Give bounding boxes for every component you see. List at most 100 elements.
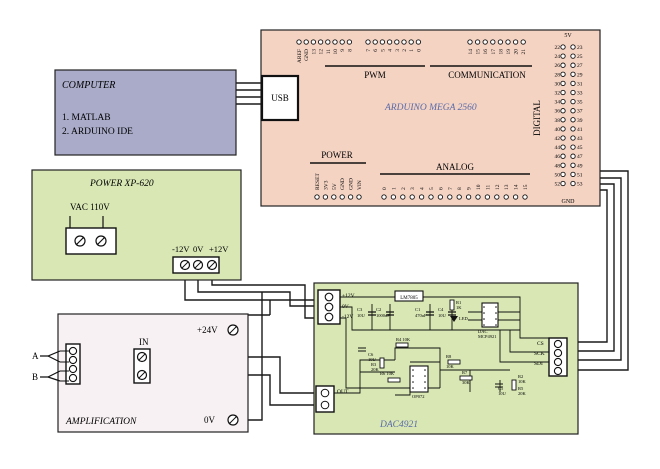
dac-supply-minus12v: -12V	[342, 314, 353, 320]
power-pin-label: GND	[340, 178, 346, 190]
analog-pin	[447, 194, 453, 200]
analog-pin	[456, 194, 462, 200]
digital-pin	[570, 80, 576, 87]
top-left-pin	[339, 39, 345, 45]
digital-pin-label: 30	[555, 81, 561, 87]
cap-c6-value: 10U	[368, 357, 377, 362]
capacitors-lower	[358, 347, 503, 388]
pwm-pin	[408, 39, 414, 45]
resistor-r3-value: 20K	[371, 367, 380, 372]
top-left-pin-label: 11	[326, 49, 332, 55]
digital-pin-label: 46	[555, 154, 561, 160]
digital-pin	[570, 162, 576, 168]
analog-pin	[437, 194, 444, 200]
analog-pin	[409, 194, 415, 200]
resistor-r2: R2	[518, 374, 523, 379]
resistor-r5-value: 20K	[518, 391, 527, 396]
digital-pin	[570, 98, 576, 105]
analog-pin-label: 0	[382, 187, 388, 190]
amplification-title: AMPLIFICATION	[65, 417, 137, 427]
top-left-pin-label: AREF	[297, 49, 303, 63]
digital-pin	[560, 44, 566, 50]
top-left-pin	[303, 39, 309, 45]
cap-c3-value: 10U	[357, 313, 366, 318]
cap-c2-value: 1000uF	[376, 313, 390, 318]
analog-pin	[494, 194, 500, 200]
pwm-pin-label: 2	[402, 49, 408, 52]
resistor-r7-value: 30K	[462, 380, 471, 385]
resistor-r1-value: 1K	[456, 305, 462, 310]
dac-chip-mcp4921	[481, 302, 499, 328]
top-left-pin	[317, 39, 324, 45]
in-label: IN	[139, 337, 149, 347]
capacitors-top	[368, 311, 456, 316]
digital-pin	[560, 62, 566, 68]
rail-plus12v-label: +12V	[209, 244, 229, 254]
comm-pin-label: 20	[514, 49, 520, 55]
top-left-pin	[325, 39, 331, 45]
digital-pin-label: 29	[577, 72, 583, 78]
digital-pin	[570, 71, 576, 77]
cap-c4-value: 10U	[438, 313, 447, 318]
digital-pin	[570, 108, 576, 114]
power-pin-label: VIN	[357, 180, 363, 190]
digital-pin-label: 44	[555, 145, 561, 151]
usb-label: USB	[271, 93, 289, 103]
cap-c4: C4	[438, 307, 444, 312]
comm-pin	[520, 39, 526, 45]
resistor-r8-value: 10K	[446, 364, 455, 369]
digital-pin	[560, 162, 566, 168]
resistor-r2-value: 10K	[518, 379, 527, 384]
rail-screw-terminals	[179, 259, 218, 271]
digital-label: DIGITAL	[532, 100, 542, 136]
pwm-label: PWM	[364, 70, 386, 80]
digital-pin-label: 25	[577, 54, 583, 60]
analog-pin	[503, 194, 509, 200]
digital-pin	[560, 98, 566, 105]
pwm-pin-label: 7	[366, 49, 372, 52]
pwm-pin-label: 0	[416, 49, 422, 52]
resistors	[379, 342, 517, 391]
analog-label: ANALOG	[436, 162, 474, 172]
digital-pin-label: 48	[555, 163, 561, 169]
analog-pin-label: 12	[495, 184, 501, 190]
comm-pin	[490, 39, 496, 45]
analog-pin-label: 3	[410, 187, 416, 190]
digital-pin-label: 43	[577, 136, 583, 142]
pwm-pin	[372, 39, 378, 45]
power-pin	[339, 194, 345, 200]
digital-pin	[560, 180, 566, 187]
digital-pin	[570, 171, 576, 178]
led-label: LED	[459, 316, 468, 321]
dac-title: DAC4921	[379, 420, 418, 430]
arduino-name: ARDUINO MEGA 2560	[384, 103, 477, 113]
digital-pin-label: 28	[555, 72, 561, 78]
comm-pin	[505, 39, 511, 45]
digital-pin-label: 39	[577, 118, 583, 124]
dac-out-label: OUT	[337, 389, 349, 395]
comm-pin-label: 21	[521, 49, 527, 55]
power-pin	[347, 194, 354, 200]
power-pin-label: 3V3	[323, 180, 329, 190]
digital-pin-label: 51	[577, 172, 583, 178]
dac-chip-label: DAC	[478, 329, 488, 334]
analog-pin-label: 4	[420, 187, 426, 190]
comm-pin	[482, 39, 488, 45]
digital-pin-label: 35	[577, 100, 583, 106]
computer-item-matlab: 1. MATLAB	[62, 113, 111, 123]
digital-5v-label: 5V	[564, 33, 572, 39]
digital-pin-label: 40	[555, 127, 561, 133]
spi-sdi-label: SDI	[534, 361, 543, 367]
digital-pin	[560, 71, 566, 77]
comm-pin-label: 15	[476, 49, 482, 55]
digital-pin-label: 26	[555, 63, 561, 69]
pwm-pin-label: 4	[388, 49, 394, 52]
analog-pin-label: 14	[514, 184, 520, 190]
regulator-lm7805	[394, 290, 424, 302]
analog-pin-label: 7	[448, 187, 454, 190]
digital-pin	[570, 180, 576, 187]
digital-pin	[560, 144, 566, 150]
